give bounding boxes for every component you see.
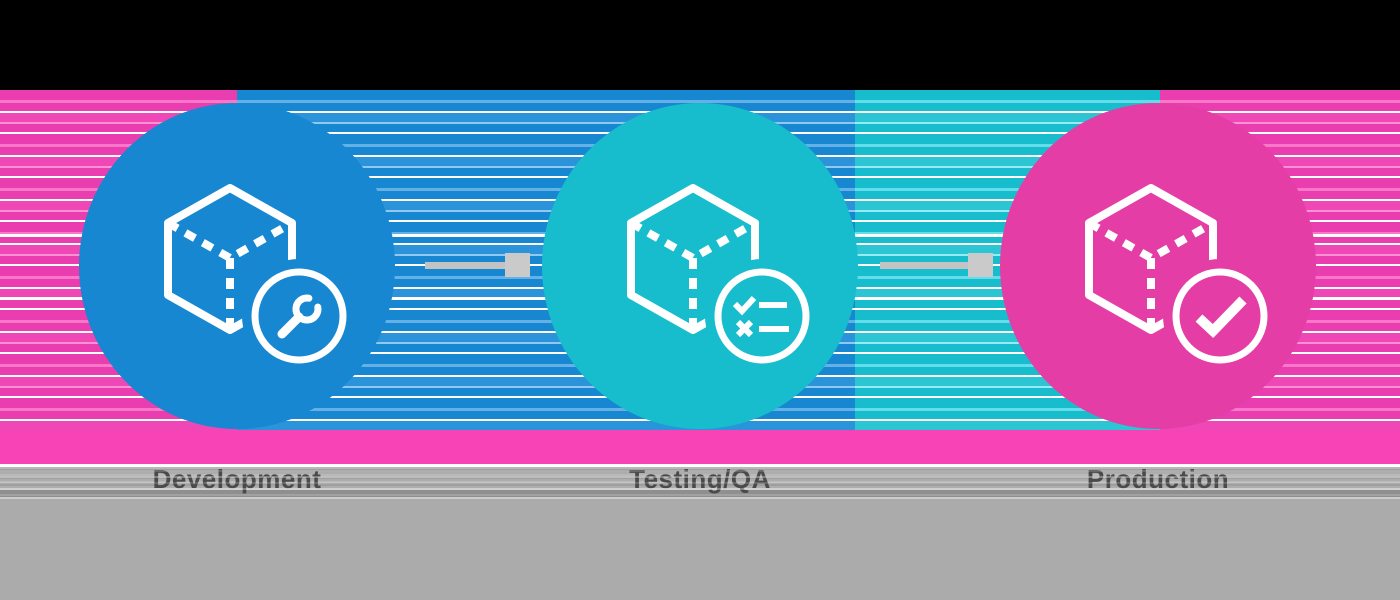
connector-line xyxy=(880,262,968,269)
badge-ring xyxy=(714,268,810,364)
stage-development xyxy=(79,103,395,429)
wrench-icon xyxy=(277,294,322,339)
footer-band xyxy=(0,499,1400,600)
stage-label-production: Production xyxy=(1086,464,1230,494)
stage-testing-qa xyxy=(542,103,858,429)
badge-ring xyxy=(251,268,347,364)
badge-ring xyxy=(1172,268,1268,364)
connector-square-head xyxy=(505,253,530,277)
cube-icon xyxy=(164,184,296,334)
label-band xyxy=(0,467,1400,490)
stage-circle xyxy=(79,103,395,429)
connector-line xyxy=(425,262,505,269)
stage-badge xyxy=(1163,259,1277,373)
stage-badge xyxy=(242,259,356,373)
light-gray-line xyxy=(0,497,1400,499)
check-icon xyxy=(1195,296,1247,338)
stage-label-testing-qa: Testing/QA xyxy=(629,464,771,494)
connector-test-to-prod xyxy=(880,253,993,277)
cube-icon xyxy=(1085,184,1217,334)
stage-label-development: Development xyxy=(152,464,322,494)
connector-dev-to-test xyxy=(425,253,530,277)
badge-halo xyxy=(705,259,819,373)
pink-band xyxy=(0,430,1400,464)
checklist-icon xyxy=(732,295,789,338)
stage-production xyxy=(1000,103,1316,429)
badge-halo xyxy=(1163,259,1277,373)
top-black-band xyxy=(0,0,1400,90)
cube-icon xyxy=(627,184,759,334)
connector-square-head xyxy=(968,253,993,277)
stage-circle xyxy=(1000,103,1316,429)
dark-gray-strip xyxy=(0,490,1400,497)
stage-circle xyxy=(542,103,858,429)
white-divider xyxy=(0,464,1400,467)
stage-badge xyxy=(705,259,819,373)
